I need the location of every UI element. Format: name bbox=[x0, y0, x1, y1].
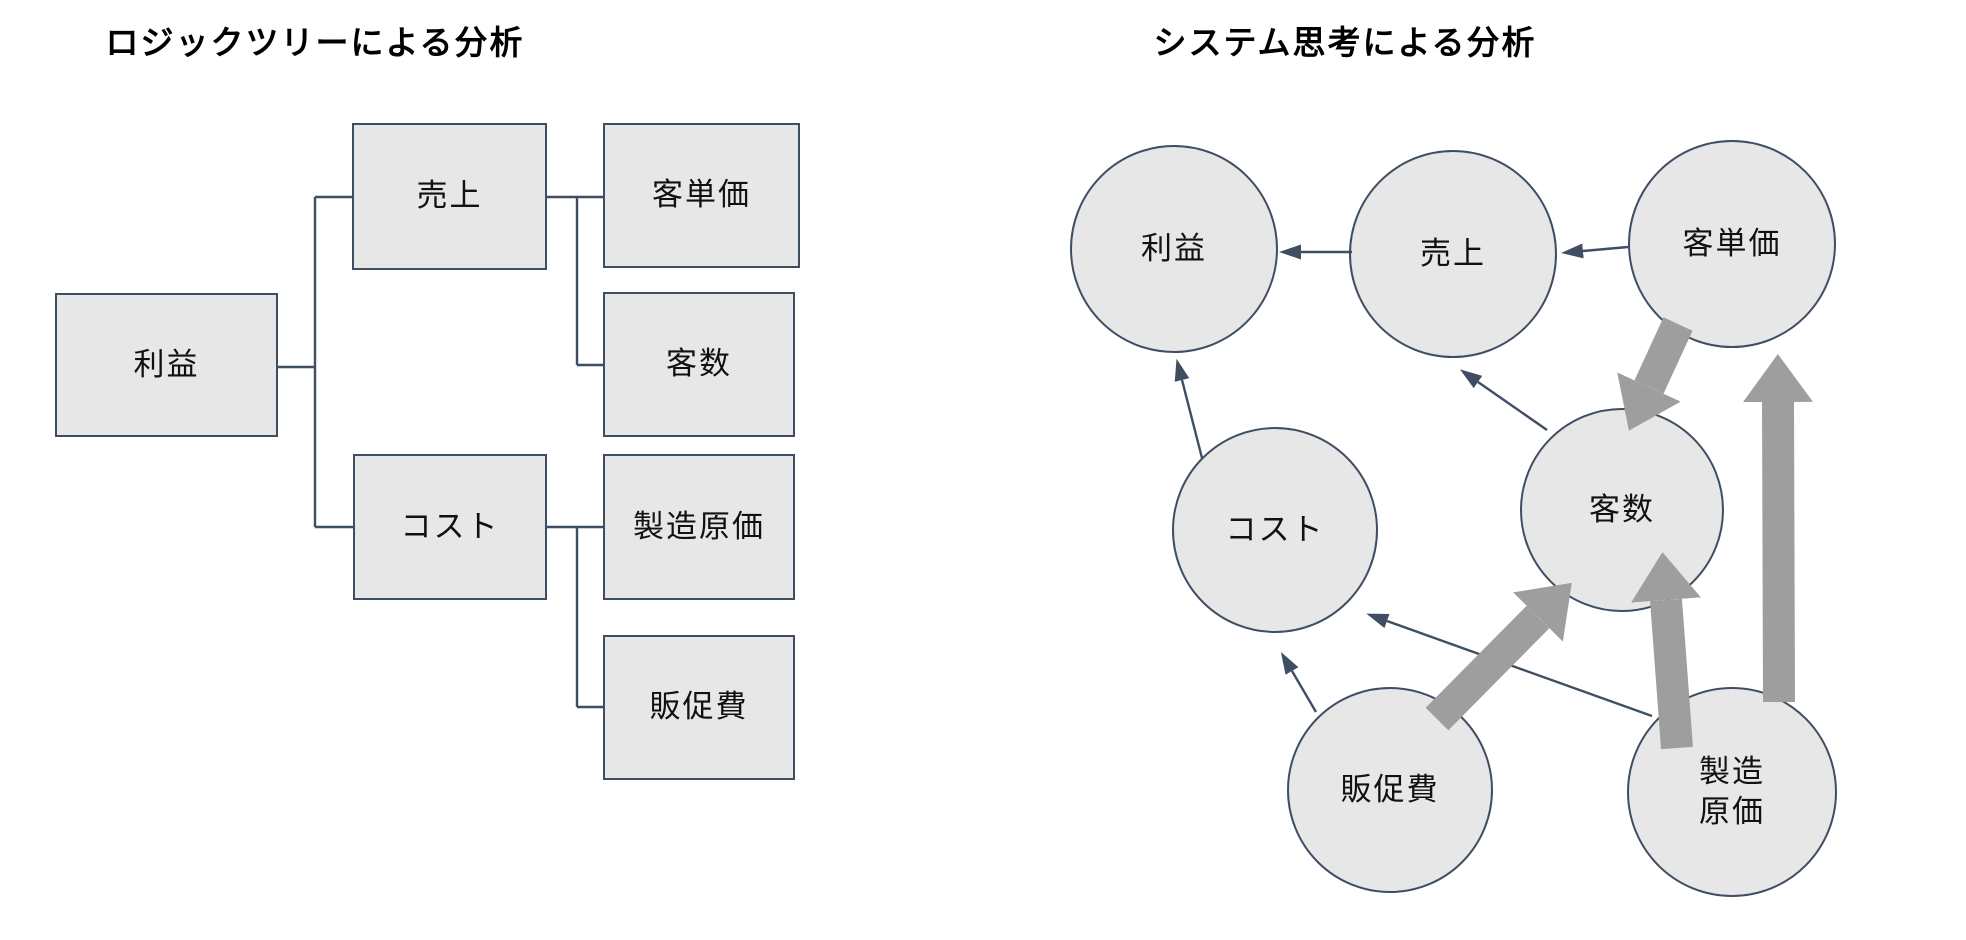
circle-node-promotion-cost-label: 販促費 bbox=[1340, 771, 1440, 807]
tree-connectors bbox=[278, 195, 603, 709]
tree-node-promotion-cost-label: 販促費 bbox=[649, 689, 749, 725]
tree-node-cost: コスト bbox=[353, 454, 547, 600]
circle-node-cost: コスト bbox=[1172, 427, 1378, 633]
circle-node-sales: 売上 bbox=[1349, 150, 1557, 358]
circle-node-customer-count-label: 客数 bbox=[1589, 491, 1655, 527]
circle-node-manufacturing-cost-label: 製造 原価 bbox=[1699, 753, 1765, 829]
tree-node-unit-price-label: 客単価 bbox=[652, 177, 751, 213]
arrow-cost-to-profit bbox=[1174, 358, 1204, 459]
circle-node-promotion-cost: 販促費 bbox=[1287, 687, 1493, 893]
thick-arrow-manufacturing-to-unitprice bbox=[1743, 354, 1813, 703]
thick-arrow-unitprice-to-customers bbox=[1617, 317, 1693, 431]
tree-node-profit: 利益 bbox=[55, 293, 278, 437]
circle-node-profit-label: 利益 bbox=[1141, 230, 1207, 266]
circle-node-profit: 利益 bbox=[1070, 145, 1278, 353]
tree-node-cost-label: コスト bbox=[400, 508, 500, 544]
tree-node-customer-count-label: 客数 bbox=[666, 346, 732, 382]
arrow-customers-to-sales bbox=[1459, 369, 1548, 431]
circle-node-cost-label: コスト bbox=[1225, 511, 1325, 547]
tree-node-profit-label: 利益 bbox=[133, 346, 200, 382]
tree-node-unit-price: 客単価 bbox=[603, 123, 800, 268]
tree-node-customer-count: 客数 bbox=[603, 292, 795, 437]
thick-arrow-promotion-to-customers bbox=[1425, 582, 1572, 731]
left-panel-title: ロジックツリーによる分析 bbox=[105, 24, 525, 61]
circle-node-sales-label: 売上 bbox=[1420, 235, 1486, 271]
tree-node-manufacturing-cost-label: 製造原価 bbox=[633, 508, 765, 544]
tree-node-promotion-cost: 販促費 bbox=[603, 635, 795, 780]
tree-node-sales: 売上 bbox=[352, 123, 547, 270]
circle-node-unit-price-label: 客単価 bbox=[1682, 225, 1782, 261]
arrow-promotion-to-cost bbox=[1280, 652, 1318, 713]
circle-node-unit-price: 客単価 bbox=[1628, 140, 1836, 348]
right-panel-title: システム思考による分析 bbox=[1153, 24, 1537, 61]
circle-node-manufacturing-cost: 製造 原価 bbox=[1627, 687, 1837, 897]
tree-node-sales-label: 売上 bbox=[416, 178, 483, 214]
arrow-unitprice-to-sales bbox=[1561, 243, 1629, 259]
tree-node-manufacturing-cost: 製造原価 bbox=[603, 454, 795, 600]
circle-node-customer-count: 客数 bbox=[1520, 408, 1724, 612]
